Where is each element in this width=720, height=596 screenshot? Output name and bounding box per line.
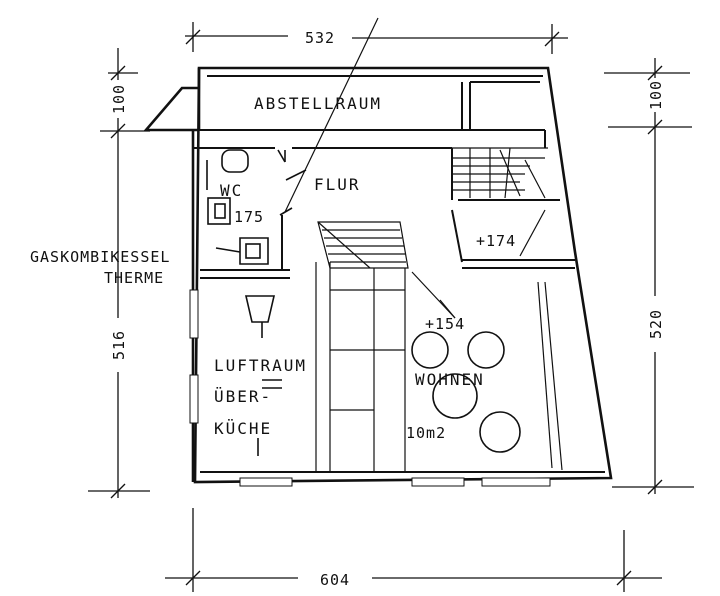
fixtures bbox=[206, 149, 307, 456]
door-openings bbox=[189, 289, 551, 487]
section-line bbox=[284, 17, 379, 213]
room-label-living: WOHNEN bbox=[415, 370, 485, 389]
room-label-void-line2: ÜBER- bbox=[214, 387, 272, 406]
dim-top-width: 532 bbox=[305, 29, 335, 47]
room-label-storage: ABSTELLRAUM bbox=[254, 94, 382, 113]
stairs bbox=[315, 147, 563, 472]
equipment-label-therme: THERME bbox=[104, 269, 164, 287]
level-wc: 175 bbox=[234, 208, 264, 226]
interior-walls bbox=[193, 75, 605, 473]
level-living: +154 bbox=[425, 315, 465, 333]
dim-bottom-width: 604 bbox=[320, 571, 350, 589]
level-upper-stair: +174 bbox=[476, 232, 516, 250]
dim-left-top-depth: 100 bbox=[110, 84, 128, 114]
dim-right-depth: 520 bbox=[647, 309, 665, 339]
equipment-label-boiler: GASKOMBIKESSEL bbox=[30, 248, 170, 266]
living-area: 10m2 bbox=[406, 424, 446, 442]
dim-left-depth: 516 bbox=[110, 330, 128, 360]
room-label-void-line1: LUFTRAUM bbox=[214, 356, 307, 375]
room-label-wc: WC bbox=[220, 181, 243, 200]
room-label-void-line3: KÜCHE bbox=[214, 419, 272, 438]
room-label-hall: FLUR bbox=[314, 175, 361, 194]
dim-right-top-depth: 100 bbox=[647, 80, 665, 110]
dining-chairs bbox=[411, 331, 521, 453]
dimension-lines bbox=[88, 22, 694, 592]
